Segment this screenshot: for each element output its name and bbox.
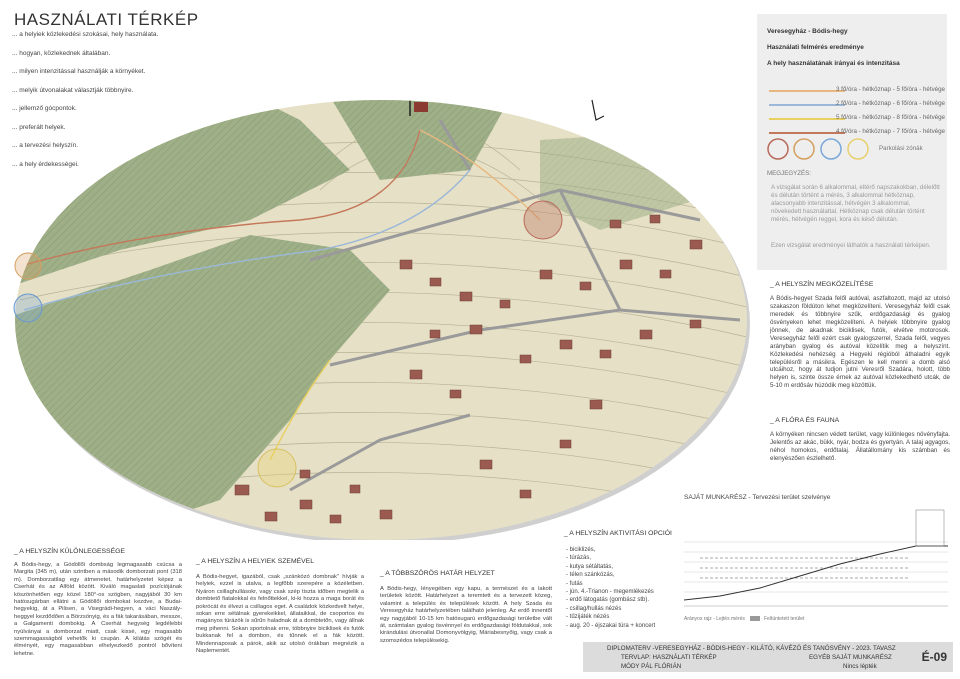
question-item: ... milyen intenzitással használják a kö… xyxy=(12,68,146,75)
usage-routes xyxy=(23,129,541,461)
legend-panel: Veresegyház - Bódis-hegy Használati felm… xyxy=(757,14,947,270)
parking-zone xyxy=(13,293,43,323)
activity-item: - futás xyxy=(566,580,583,587)
forest-area xyxy=(15,235,390,520)
activities-heading: _ A HELYSZÍN AKTIVITÁSI OPCIÓI xyxy=(564,530,672,537)
activity-item: - erdő látogatás (gombász stb). xyxy=(566,597,650,604)
border-heading: _ A TÖBBSZÖRÖS HATÁR HELYZET xyxy=(380,570,495,577)
border-text: A Bódis-hegy, lényegében egy kapu, a ter… xyxy=(380,586,552,644)
legend-heading: Használati felmérés eredménye xyxy=(767,44,864,51)
activity-item: - télen szánkózás, xyxy=(566,572,615,579)
road-network xyxy=(289,119,741,492)
terrain-profile-line xyxy=(683,545,948,601)
approach-heading: _ A HELYSZÍN MEGKÖZELÍTÉSE xyxy=(770,281,874,288)
legend-route: 2 fő/óra - hétköznap - 6 fő/óra - hétvég… xyxy=(769,100,949,108)
legend-zone-circles xyxy=(767,138,869,160)
perception-heading: _ A HELYSZÍN A HELYIEK SZEMÉVEL xyxy=(196,558,314,565)
question-item: ... preferált helyek. xyxy=(12,123,66,131)
note-title: MEGJEGYZÉS: xyxy=(767,170,812,177)
question-list: ... a helyiek közlekedési szokásai, hely… xyxy=(12,31,182,180)
specialty-heading: _ A HELYSZÍN KÜLÖNLEGESSÉGE xyxy=(14,548,125,555)
chart-legend-swatch xyxy=(750,616,760,621)
activity-item: - biciklizés, xyxy=(566,547,596,553)
parking-zone xyxy=(14,252,42,280)
question-item: ... jellemző gócpontok. xyxy=(12,105,77,112)
activity-item: - csillag/hullás nézés xyxy=(566,605,622,612)
building-cluster xyxy=(234,214,703,524)
legend-route: 4 fő/óra - hétköznap - 7 fő/óra - hétvég… xyxy=(769,128,949,136)
activity-item: - aug. 20 - éjszakai túra + koncert xyxy=(566,622,656,629)
legend-route: 5 fő/óra - hétköznap - 8 fő/óra - hétvég… xyxy=(769,114,949,122)
footer-sheet-name: TERVLAP: HASZNÁLATI TÉRKÉP xyxy=(621,654,717,661)
question-item: ... a helyiek közlekedési szokásai, hely… xyxy=(12,31,159,38)
section-chart-title: SAJÁT MUNKARÉSZ - Tervezési terület szel… xyxy=(684,494,831,501)
site-map xyxy=(13,99,750,540)
legend-parking-label: Parkolási zónák xyxy=(879,145,923,152)
question-item: ... hogyan, közlekednek általában. xyxy=(12,49,111,57)
parking-zone xyxy=(257,448,297,488)
page-title: HASZNÁLATI TÉRKÉP xyxy=(14,10,199,29)
chart-left-label: Arányos rajz - Lejtés mérés xyxy=(684,616,745,622)
note-text: A vizsgálat során 6 alkalommal, eltérő n… xyxy=(771,184,940,224)
flora-text: A környéken nincsen védett terület, vagy… xyxy=(770,431,950,462)
activity-item: - jún. 4.-Trianon - megemlékezés xyxy=(566,588,654,595)
footer-scale: Nincs lépték xyxy=(843,663,877,670)
question-item: ... a hely érdekességei. xyxy=(12,160,79,168)
north-arrow-icon xyxy=(591,99,605,121)
perception-text: A Bódis-hegyet, igazából, csak „szánkózó… xyxy=(196,574,364,655)
question-item: ... a tervezési helyszín. xyxy=(12,142,79,149)
approach-text: A Bódis-hegyet Szada felől autóval, aszf… xyxy=(770,295,950,390)
activity-item: - túrázás, xyxy=(566,555,592,562)
activity-item: - tűzijáték nézés xyxy=(566,614,610,621)
footer-sheet-type: EGYÉB SAJÁT MUNKARÉSZ xyxy=(809,654,892,661)
activities-list: - biciklizés, - túrázás, - kutya sétálta… xyxy=(566,546,655,630)
lookout-building xyxy=(414,102,428,112)
section-profile-chart xyxy=(680,502,952,626)
building-marker xyxy=(915,509,945,547)
activity-item: - kutya sétáltatás, xyxy=(566,563,614,570)
legend-subheading: A hely használatának irányai és intenzit… xyxy=(767,60,900,67)
note-text-2: Ezen vizsgálat eredményei láthatók a has… xyxy=(771,242,931,249)
footer-project-line: DIPLOMATERV -VERESEGYHÁZ - BÓDIS-HEGY - … xyxy=(607,645,896,652)
title-block: DIPLOMATERV -VERESEGYHÁZ - BÓDIS-HEGY - … xyxy=(583,642,953,672)
specialty-text: A Bódis-hegy, a Gödöllői dombság legmaga… xyxy=(14,562,182,657)
parking-zone xyxy=(523,200,563,240)
legend-place: Veresegyház - Bódis-hegy xyxy=(767,28,848,35)
question-item: ... melyik útvonalakat választják többny… xyxy=(12,86,134,94)
footer-author: MÓDY PÁL FLÓRIÁN xyxy=(621,663,682,670)
sheet-number: É-09 xyxy=(921,650,947,664)
chart-grid xyxy=(684,541,948,593)
flora-heading: _ A FLÓRA ÉS FAUNA xyxy=(770,417,840,424)
legend-route: 3 fő/óra - hétköznap - 5 fő/óra - hétvég… xyxy=(769,86,949,94)
chart-right-label: Feltüntetett terület xyxy=(764,616,805,622)
